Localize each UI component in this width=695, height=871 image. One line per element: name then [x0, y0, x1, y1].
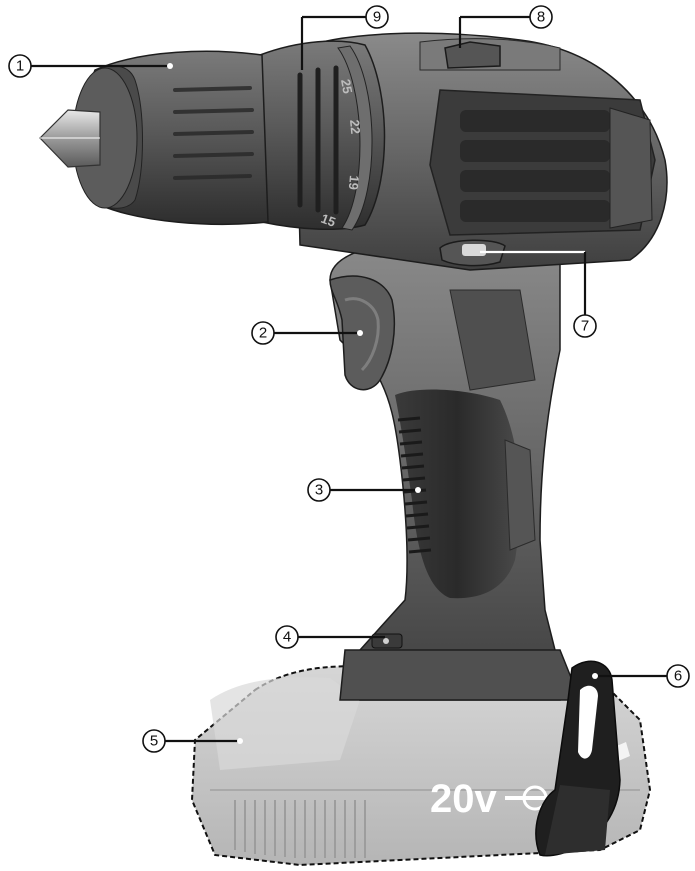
battery-vents [234, 800, 366, 858]
battery-voltage-label: 20v [430, 777, 497, 821]
cooling-vents [460, 107, 653, 229]
gear-selector [444, 41, 501, 69]
callout-2: 2 [251, 321, 363, 345]
callout-number: 5 [150, 733, 158, 750]
callout-9: 9 [300, 5, 389, 70]
callout-3: 3 [307, 478, 421, 502]
callout-number: 4 [283, 629, 291, 646]
battery-pack: 20v [190, 665, 652, 867]
torque-mark: 19 [346, 175, 362, 191]
motor-housing [294, 32, 668, 271]
callout-7: 7 [480, 250, 597, 338]
torque-mark: 15 [319, 211, 338, 230]
callout-number: 9 [373, 9, 381, 26]
callout-number: 8 [537, 9, 545, 26]
chuck [39, 50, 269, 225]
callout-number: 1 [16, 58, 24, 75]
torque-collar: 25 22 19 15 [259, 40, 386, 231]
callout-6: 6 [592, 664, 690, 688]
torque-mark: 22 [347, 119, 363, 135]
callout-number: 2 [259, 325, 267, 342]
callout-8: 8 [458, 5, 553, 48]
callout-number: 7 [581, 318, 589, 335]
callout-number: 6 [674, 668, 682, 685]
grip-ribs [397, 416, 432, 554]
callout-5: 5 [142, 729, 243, 753]
callout-4: 4 [275, 625, 385, 649]
belt-clip [535, 660, 621, 857]
callout-1: 1 [8, 54, 173, 78]
callout-number: 3 [315, 482, 323, 499]
torque-mark: 25 [338, 78, 355, 95]
